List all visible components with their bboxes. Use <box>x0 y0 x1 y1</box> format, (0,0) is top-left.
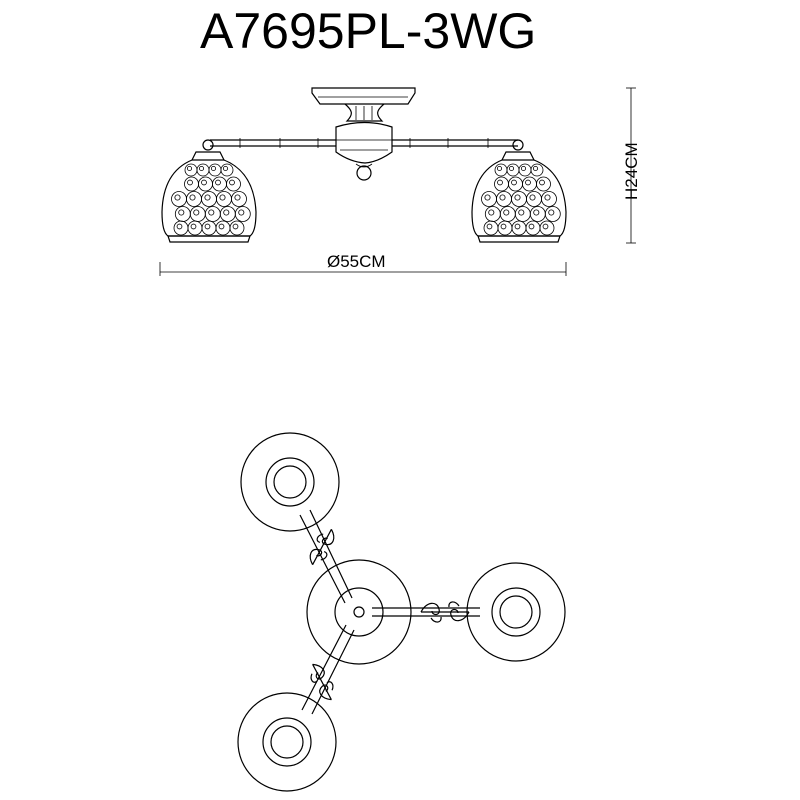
bead <box>496 191 512 207</box>
bead <box>216 191 232 207</box>
central-body <box>335 121 393 164</box>
left-beaded-shade <box>161 139 257 243</box>
left-arm <box>210 138 336 148</box>
bead <box>201 191 217 207</box>
bead-highlight <box>190 223 197 230</box>
width-label: Ø55CM <box>327 252 386 271</box>
bead-highlight <box>238 209 245 216</box>
bead-highlight <box>521 165 527 171</box>
bead-highlight <box>234 194 241 201</box>
bead-highlight <box>514 194 521 201</box>
bead-highlight <box>548 209 555 216</box>
bead-highlight <box>539 179 545 186</box>
bead <box>220 163 234 177</box>
bead-highlight <box>529 194 536 201</box>
bead-highlight <box>204 194 211 201</box>
bead-highlight <box>198 165 204 171</box>
bead-highlight <box>193 209 200 216</box>
bead-highlight <box>544 194 551 201</box>
bead <box>511 191 527 207</box>
bead-highlight <box>484 194 491 201</box>
bead <box>484 206 501 222</box>
bead <box>229 220 245 236</box>
bead-highlight <box>542 223 549 230</box>
scroll-ornament-upper <box>309 529 335 565</box>
width-dimension: Ø55CM <box>159 252 567 276</box>
bead <box>231 191 247 207</box>
bead-highlight <box>176 223 183 230</box>
bead <box>514 206 531 222</box>
height-dimension: H24CM <box>622 87 641 244</box>
bead-highlight <box>222 165 228 171</box>
bead <box>174 206 191 222</box>
bead <box>189 206 206 222</box>
bead-highlight <box>219 194 226 201</box>
bead <box>541 191 557 207</box>
bead-highlight <box>189 194 196 201</box>
bead-highlight <box>229 179 235 186</box>
bead-highlight <box>187 179 193 186</box>
bead-highlight <box>528 223 535 230</box>
shade-top-upper <box>240 432 340 532</box>
bead <box>529 206 546 222</box>
bead-highlight <box>525 179 531 186</box>
bead-highlight <box>533 165 539 171</box>
bead <box>219 206 236 222</box>
bead-highlight <box>499 194 506 201</box>
bead-highlight <box>514 223 521 230</box>
bead <box>226 176 241 192</box>
bead-highlight <box>496 165 502 171</box>
bead-highlight <box>508 165 514 171</box>
shade-top-lower <box>237 692 337 792</box>
center-hub <box>334 587 384 637</box>
shade-top-right <box>466 562 566 662</box>
bead-highlight <box>208 209 215 216</box>
right-arm <box>392 138 518 148</box>
bead <box>204 206 221 222</box>
bead <box>186 191 202 207</box>
bead-highlight <box>511 179 517 186</box>
bead-highlight <box>215 179 221 186</box>
bead <box>481 191 497 207</box>
top-arm-lower <box>301 624 355 715</box>
bead-highlight <box>178 209 185 216</box>
scroll-ornament-right <box>420 601 470 623</box>
side-view: H24CM Ø55CM <box>159 87 641 276</box>
bead-highlight <box>497 179 503 186</box>
model-title: A7695PL-3WG <box>200 3 536 59</box>
bead <box>536 176 551 192</box>
bead-highlight <box>486 223 493 230</box>
bead-highlight <box>223 209 230 216</box>
bead-highlight <box>500 223 507 230</box>
bead <box>234 206 251 222</box>
bead-highlight <box>210 165 216 171</box>
bead-highlight <box>488 209 495 216</box>
center-canopy <box>306 559 412 665</box>
bead <box>530 163 544 177</box>
bead <box>526 191 542 207</box>
bead <box>539 220 555 236</box>
scroll-ornament-lower <box>310 663 334 701</box>
bead-highlight <box>174 194 181 201</box>
ceiling-canopy <box>311 87 416 105</box>
top-view <box>237 432 566 792</box>
bead-highlight <box>186 165 192 171</box>
bead-highlight <box>218 223 225 230</box>
bead-highlight <box>201 179 207 186</box>
stem <box>344 103 385 122</box>
bottom-finial <box>356 165 372 181</box>
bead-highlight <box>533 209 540 216</box>
bead <box>171 191 187 207</box>
bead-highlight <box>232 223 239 230</box>
bead-highlight <box>503 209 510 216</box>
bead-highlight <box>204 223 211 230</box>
bead-highlight <box>518 209 525 216</box>
bead <box>499 206 516 222</box>
center-screw <box>353 606 365 618</box>
height-label: H24CM <box>622 142 641 200</box>
right-beaded-shade <box>471 139 567 243</box>
bead <box>544 206 561 222</box>
top-arm-right <box>372 607 480 617</box>
